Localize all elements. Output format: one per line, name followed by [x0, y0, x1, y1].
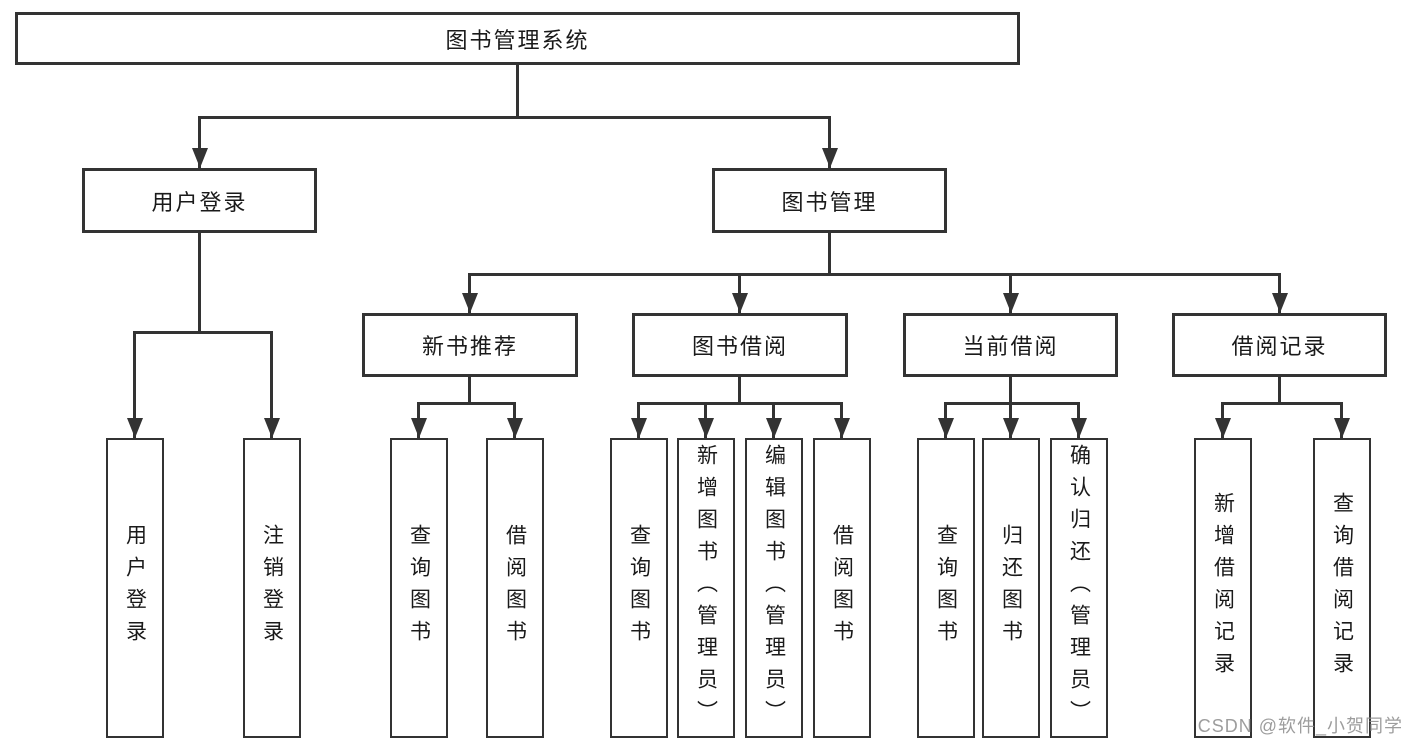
arrow-down-icon: [263, 333, 280, 438]
arrow-down-icon: [731, 275, 748, 313]
node-book-management: 图书管理: [712, 168, 947, 233]
leaf-cb-return-books: 归还图书: [982, 438, 1040, 738]
csdn-watermark: CSDN @软件_小贺同学: [1197, 716, 1403, 736]
leaf-nb-borrow-books-label: 借阅图书: [503, 524, 527, 652]
leaf-cb-return-books-label: 归还图书: [999, 524, 1023, 652]
node-book-borrowing-label: 图书借阅: [691, 334, 788, 359]
leaf-user-login: 用户登录: [106, 438, 164, 738]
arrow-down-icon: [765, 404, 782, 438]
arrow-down-icon: [697, 404, 714, 438]
arrow-down-icon: [1333, 404, 1350, 438]
leaf-bb-add-books-admin-label: 新增图书（管理员）: [694, 444, 718, 732]
leaf-nb-query-books: 查询图书: [390, 438, 448, 738]
leaf-bb-borrow-books: 借阅图书: [813, 438, 871, 738]
connector-current-borrowing-stem: [1009, 377, 1012, 404]
node-root: 图书管理系统: [15, 12, 1020, 65]
leaf-bb-edit-books-admin: 编辑图书（管理员）: [745, 438, 803, 738]
arrow-down-icon: [833, 404, 850, 438]
node-new-book-recommend-label: 新书推荐: [421, 334, 518, 359]
arrow-down-icon: [1271, 275, 1288, 313]
node-root-label: 图书管理系统: [445, 27, 590, 53]
arrow-down-icon: [191, 118, 208, 168]
arrow-down-icon: [410, 404, 427, 438]
leaf-logout: 注销登录: [243, 438, 301, 738]
node-book-management-label: 图书管理: [781, 189, 878, 215]
node-current-borrowing-label: 当前借阅: [962, 334, 1059, 359]
node-user-login-label: 用户登录: [151, 189, 248, 215]
node-book-borrowing: 图书借阅: [632, 313, 848, 377]
connector-book-management-split: [468, 273, 1281, 276]
leaf-cb-confirm-return-admin-label: 确认归还（管理员）: [1067, 444, 1091, 732]
node-borrowing-records: 借阅记录: [1172, 313, 1387, 377]
leaf-bb-borrow-books-label: 借阅图书: [830, 524, 854, 652]
connector-book-management-stem: [828, 233, 831, 275]
node-borrowing-records-label: 借阅记录: [1231, 334, 1328, 359]
connector-new-book-stem: [468, 377, 471, 404]
connector-root-stem: [516, 65, 519, 118]
arrow-down-icon: [630, 404, 647, 438]
arrow-down-icon: [506, 404, 523, 438]
leaf-br-query-record-label: 查询借阅记录: [1330, 492, 1354, 684]
leaf-cb-confirm-return-admin: 确认归还（管理员）: [1050, 438, 1108, 738]
node-user-login: 用户登录: [82, 168, 317, 233]
arrow-down-icon: [461, 275, 478, 313]
connector-user-login-stem: [198, 233, 201, 333]
connector-book-borrowing-split: [637, 402, 843, 405]
arrow-down-icon: [126, 333, 143, 438]
arrow-down-icon: [1070, 404, 1087, 438]
leaf-br-add-record: 新增借阅记录: [1194, 438, 1252, 738]
connector-root-split: [198, 116, 831, 119]
arrow-down-icon: [821, 118, 838, 168]
connector-current-borrowing-split: [944, 402, 1080, 405]
leaf-br-query-record: 查询借阅记录: [1313, 438, 1371, 738]
arrow-down-icon: [1002, 404, 1019, 438]
leaf-br-add-record-label: 新增借阅记录: [1211, 492, 1235, 684]
arrow-down-icon: [1002, 275, 1019, 313]
leaf-bb-query-books-label: 查询图书: [627, 524, 651, 652]
leaf-cb-query-books-label: 查询图书: [934, 524, 958, 652]
node-new-book-recommend: 新书推荐: [362, 313, 578, 377]
connector-borrowing-records-split: [1221, 402, 1343, 405]
connector-new-book-split: [417, 402, 516, 405]
leaf-nb-query-books-label: 查询图书: [407, 524, 431, 652]
leaf-bb-add-books-admin: 新增图书（管理员）: [677, 438, 735, 738]
node-current-borrowing: 当前借阅: [903, 313, 1118, 377]
leaf-logout-label: 注销登录: [260, 524, 284, 652]
leaf-bb-query-books: 查询图书: [610, 438, 668, 738]
arrow-down-icon: [1214, 404, 1231, 438]
connector-borrowing-records-stem: [1278, 377, 1281, 404]
leaf-nb-borrow-books: 借阅图书: [486, 438, 544, 738]
leaf-user-login-label: 用户登录: [123, 524, 147, 652]
arrow-down-icon: [937, 404, 954, 438]
leaf-bb-edit-books-admin-label: 编辑图书（管理员）: [762, 444, 786, 732]
connector-user-login-split: [133, 331, 273, 334]
connector-book-borrowing-stem: [738, 377, 741, 404]
leaf-cb-query-books: 查询图书: [917, 438, 975, 738]
